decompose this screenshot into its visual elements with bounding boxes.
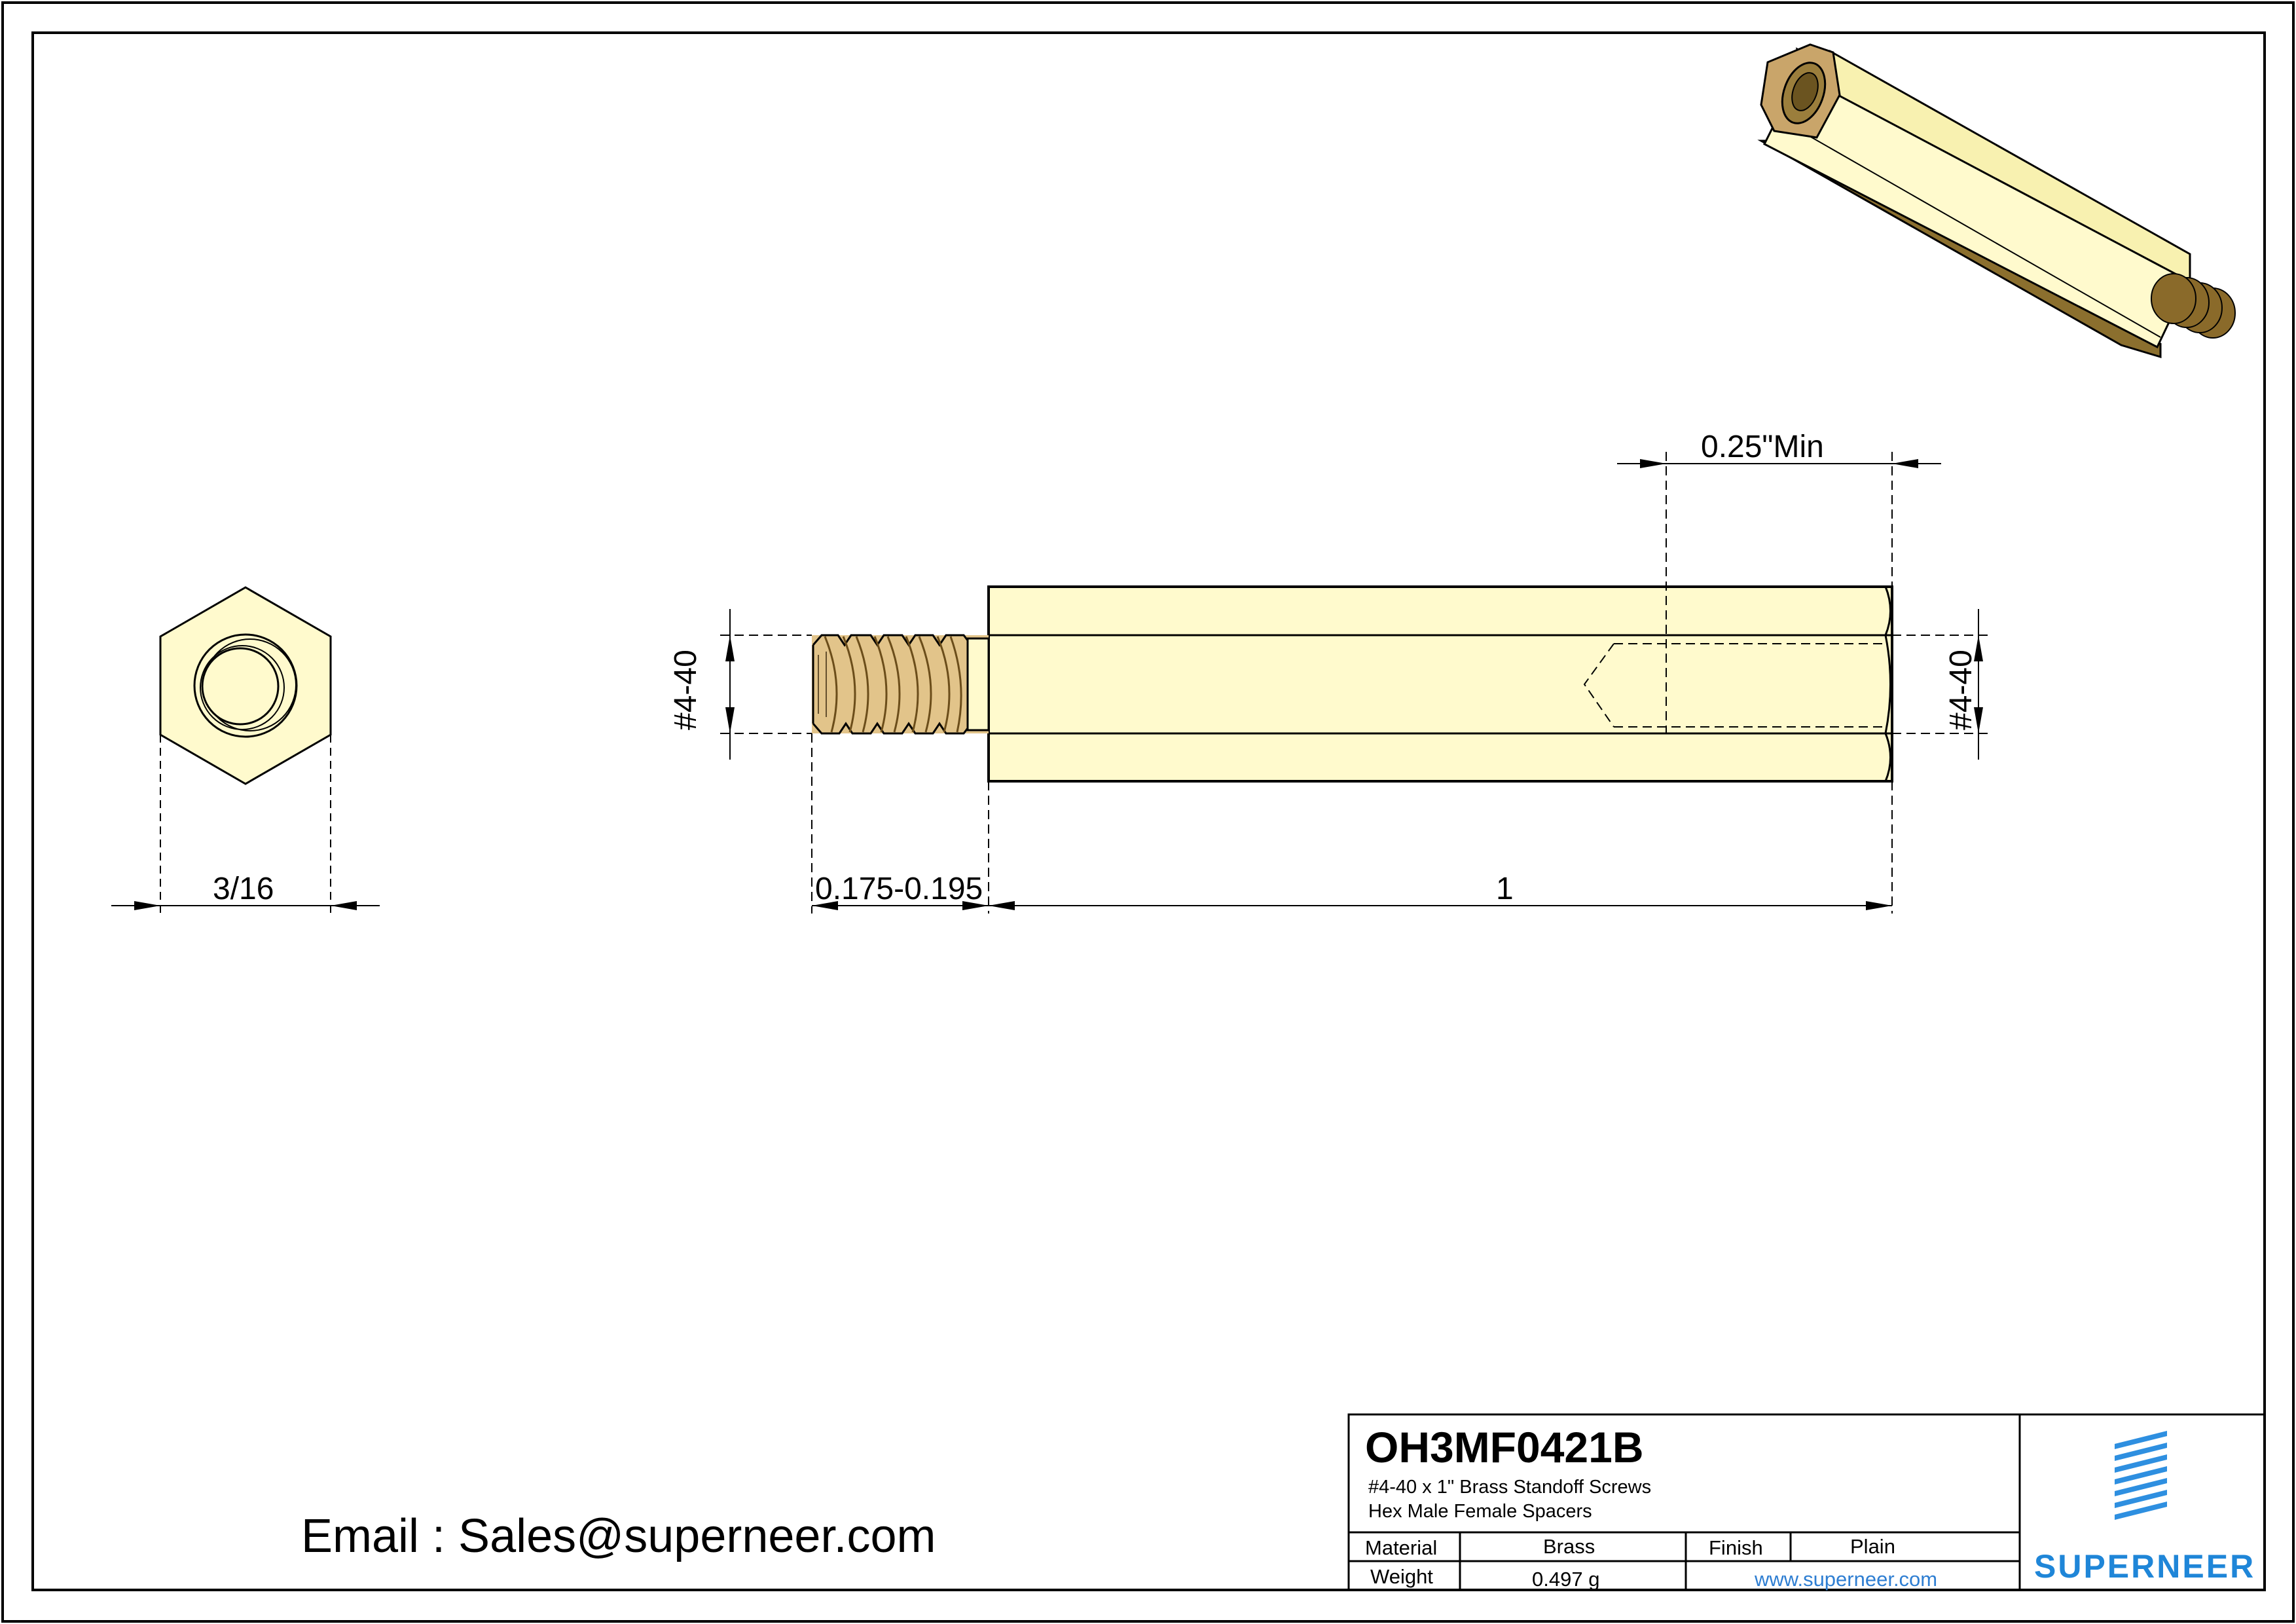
dim-thread-length: 0.175-0.195 bbox=[815, 872, 983, 906]
website-link[interactable]: www.superneer.com bbox=[1755, 1568, 1938, 1591]
dimension-arrows bbox=[725, 459, 1983, 910]
finish-value: Plain bbox=[1850, 1535, 1895, 1558]
brand-name: SUPERNEER bbox=[2034, 1548, 2256, 1585]
material-value: Brass bbox=[1543, 1535, 1595, 1558]
inner-border bbox=[31, 31, 2266, 1591]
part-number: OH3MF0421B bbox=[1365, 1423, 1644, 1471]
part-description-line1: #4-40 x 1" Brass Standoff Screws bbox=[1368, 1477, 1652, 1498]
material-label: Material bbox=[1365, 1536, 1438, 1559]
hex-end-view bbox=[111, 586, 380, 913]
contact-email: Email : Sales@superneer.com bbox=[301, 1510, 936, 1562]
dim-thread-left: #4-40 bbox=[668, 650, 703, 730]
finish-label: Finish bbox=[1709, 1536, 1763, 1559]
dim-thread-right: #4-40 bbox=[1944, 650, 1978, 730]
title-block bbox=[1347, 1413, 2266, 1591]
superneer-logo-icon bbox=[2115, 1431, 2167, 1520]
dim-thread-depth: 0.25"Min bbox=[1701, 430, 1824, 464]
weight-value: 0.497 g bbox=[1532, 1568, 1600, 1591]
part-description-line2: Hex Male Female Spacers bbox=[1368, 1501, 1592, 1522]
dim-body-length: 1 bbox=[1496, 872, 1514, 906]
standoff-side-view bbox=[812, 585, 1893, 783]
weight-label: Weight bbox=[1370, 1565, 1433, 1588]
dim-hex-width: 3/16 bbox=[213, 872, 274, 906]
isometric-standoff-view bbox=[1757, 43, 2236, 359]
